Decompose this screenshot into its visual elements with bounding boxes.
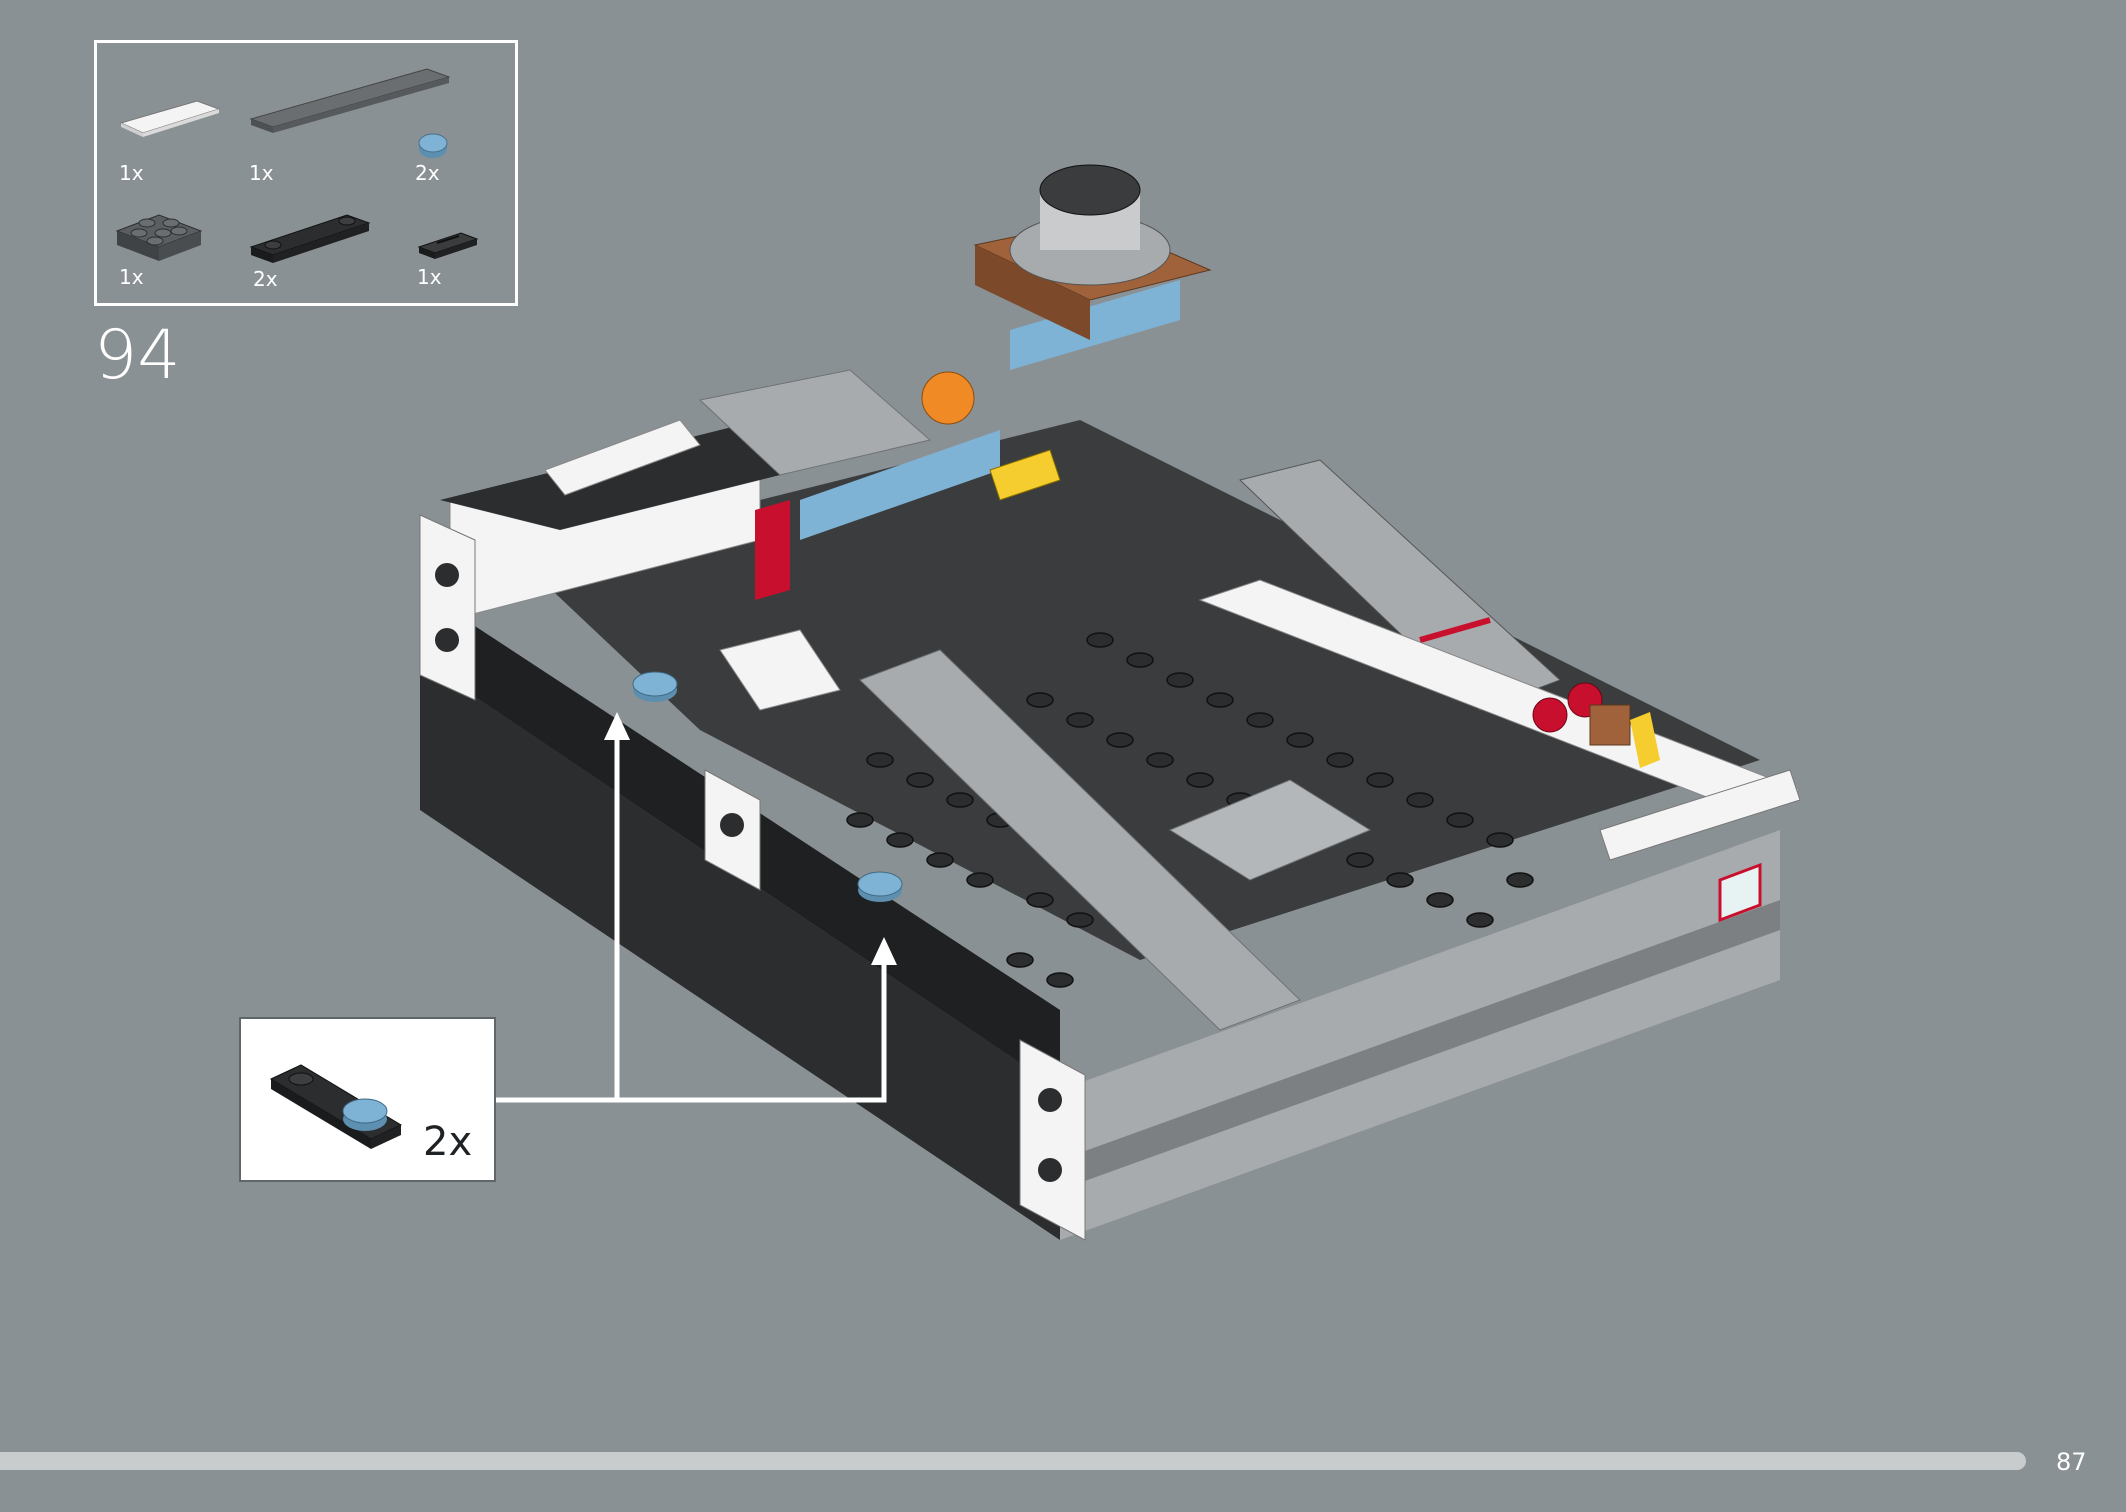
grey-tile-strip	[859, 649, 1301, 1031]
black-grille-plate-part	[417, 232, 479, 259]
subassembly-callout: 2x	[239, 1017, 496, 1182]
arrow-heads	[604, 712, 897, 965]
light-blue-frame-2	[1010, 280, 1180, 370]
orange-ball	[921, 371, 975, 425]
tuning-needle	[1419, 617, 1491, 643]
added-round-tiles	[632, 671, 903, 902]
part-qty: 2x	[415, 161, 440, 185]
light-blue-round-tile-part	[418, 133, 448, 158]
progress-bar	[0, 1452, 2026, 1470]
front-wall-dark-strip	[1060, 900, 1780, 1190]
brown-box-side	[975, 245, 1090, 340]
yellow-axle	[989, 449, 1061, 501]
dark-grey-tile-part	[249, 68, 451, 133]
right-white-strip	[1599, 769, 1801, 861]
back-grey-tile	[698, 369, 932, 476]
knob-top	[1039, 164, 1141, 216]
part-qty: 1x	[417, 265, 442, 289]
red-knob-1	[1532, 697, 1568, 733]
brown-brick	[1589, 704, 1631, 746]
part-qty: 1x	[119, 265, 144, 289]
callout-qty: 2x	[423, 1119, 473, 1165]
callout-arrows	[496, 720, 887, 1103]
white-tile-part	[119, 100, 221, 137]
black-plate-part	[249, 214, 371, 263]
tuning-scale-panel	[1239, 459, 1561, 711]
parts-list-box: 1x 1x 2x 1x 2x 1x	[94, 40, 518, 306]
step-number: 94	[94, 316, 181, 395]
yellow-antenna	[1630, 712, 1660, 768]
left-side-wall	[420, 660, 1060, 1240]
red-brick	[755, 500, 790, 600]
white-long-tile	[544, 419, 701, 496]
grey-tile-square	[1168, 779, 1372, 881]
black-plate-with-tile	[269, 1064, 403, 1149]
white-wedge	[719, 629, 841, 711]
dark-grey-plate-part	[115, 214, 203, 261]
part-qty: 1x	[119, 161, 144, 185]
technic-holes	[435, 563, 1062, 1182]
light-blue-frame	[800, 430, 1000, 540]
part-qty: 2x	[253, 267, 278, 291]
right-red-connector	[1718, 862, 1762, 923]
page-number: 87	[2056, 1448, 2087, 1476]
part-qty: 1x	[249, 161, 274, 185]
